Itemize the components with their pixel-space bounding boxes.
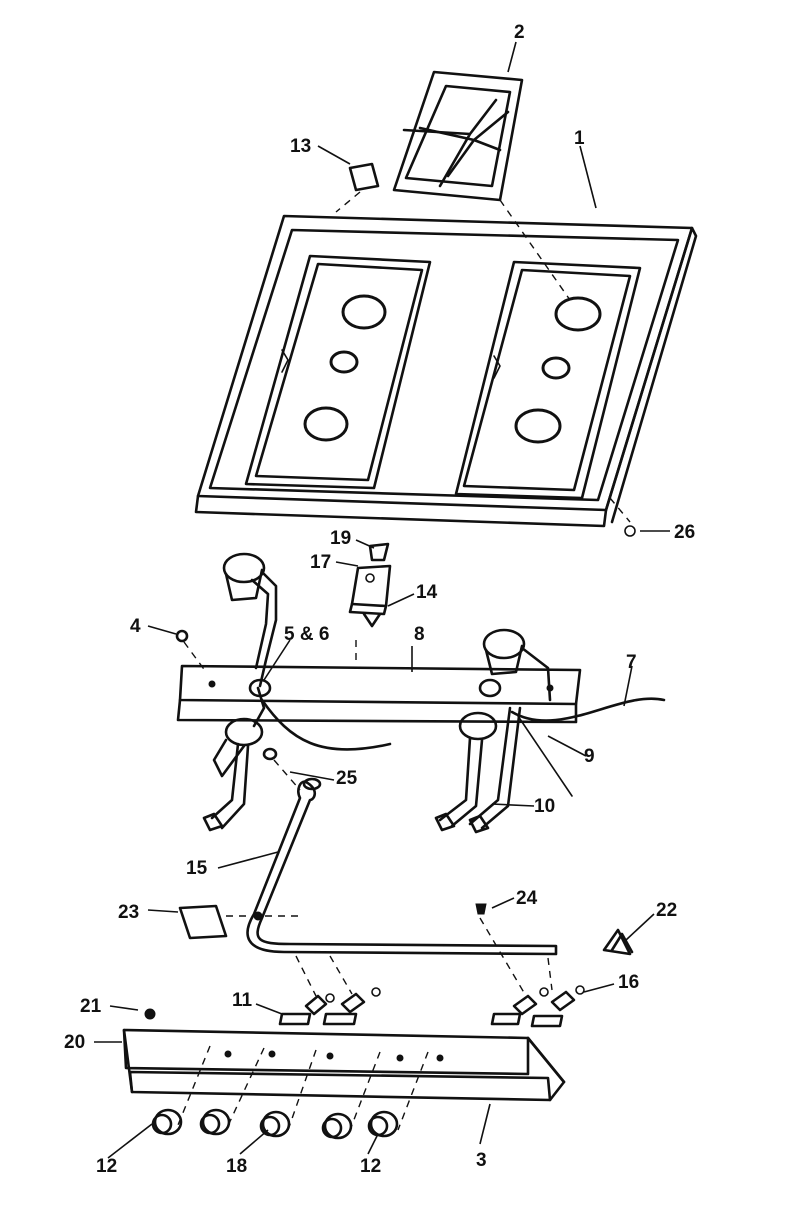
align-line-bracket: [335, 191, 361, 213]
callout-leaders: [94, 41, 670, 1159]
align-line-grate: [499, 199, 571, 301]
callout-labels: 1 2 3 4 5 & 6 7 8 9 10 11 12 12 13 14 15…: [64, 22, 695, 1177]
callout-19: 19: [330, 528, 351, 549]
callout-20: 20: [64, 1032, 85, 1053]
align-line-knob-2: [225, 1047, 265, 1131]
callout-7: 7: [626, 652, 637, 673]
align-line-knob-5: [397, 1051, 429, 1131]
left-thermocouple-tube: [260, 698, 392, 751]
control-panel: [122, 1028, 566, 1102]
callout-1: 1: [574, 128, 585, 149]
clip-part-22: [602, 928, 634, 956]
callout-21: 21: [80, 996, 102, 1017]
screw-part-26: [609, 497, 636, 537]
align-line-knob-4: [349, 1051, 381, 1131]
plates-part-11: [278, 1012, 564, 1028]
callout-25: 25: [336, 768, 358, 789]
align-line-knob-3: [287, 1049, 317, 1131]
valve-module: [348, 542, 392, 628]
bracket-part-13: [348, 162, 380, 192]
fitting-part-25: [262, 747, 301, 791]
callout-15: 15: [186, 858, 208, 879]
callout-14: 14: [416, 582, 438, 603]
callout-4: 4: [130, 616, 141, 637]
burner-grate: [392, 70, 524, 202]
callout-12-right: 12: [360, 1156, 381, 1177]
callout-24: 24: [516, 888, 538, 909]
callout-9: 9: [584, 746, 595, 767]
callout-10: 10: [534, 796, 555, 817]
left-burner-assembly: [202, 552, 278, 832]
callout-23: 23: [118, 902, 139, 923]
callout-11: 11: [232, 990, 253, 1011]
align-line-valve-3: [547, 957, 553, 991]
nut-part-4: [175, 629, 207, 673]
manifold-pipe-part-15: [246, 777, 558, 956]
screw-part-24: [475, 903, 527, 997]
callout-22: 22: [656, 900, 677, 921]
callout-8: 8: [414, 624, 425, 645]
wire-part-9: [517, 715, 573, 797]
callout-17: 17: [310, 552, 331, 573]
callout-18: 18: [226, 1156, 247, 1177]
callout-2: 2: [514, 22, 525, 43]
align-line-valve-2: [329, 955, 353, 995]
screw-part-21: [144, 1008, 156, 1020]
align-line-knob-1: [175, 1045, 211, 1131]
callout-3: 3: [476, 1150, 487, 1171]
main-top-panel: [194, 214, 698, 528]
callout-5-and-6: 5 & 6: [284, 624, 329, 645]
knobs: [151, 1108, 399, 1140]
bracket-part-23: [178, 904, 300, 940]
callout-16: 16: [618, 972, 639, 993]
valves-part-16: [304, 985, 585, 1016]
right-burner-assembly: [434, 628, 552, 834]
gas-line-part-7: [510, 697, 666, 722]
callout-26: 26: [674, 522, 695, 543]
callout-12-left: 12: [96, 1156, 117, 1177]
callout-13: 13: [290, 136, 311, 157]
align-line-valve-1: [295, 955, 317, 997]
